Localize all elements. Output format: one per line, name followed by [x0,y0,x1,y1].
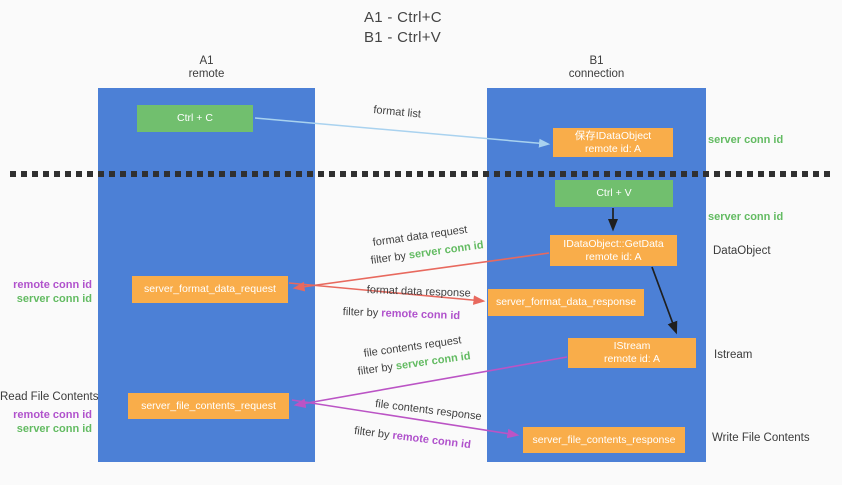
node-server-file-contents-request-label: server_file_contents_request [141,399,276,412]
node-istream: IStream remote id: A [568,338,696,368]
node-save-idataobject-line2: remote id: A [584,142,642,155]
lane-a1-title: A1 [199,55,214,67]
node-server-file-contents-request: server_file_contents_request [128,393,289,419]
right-label-write-file-contents: Write File Contents [712,432,810,444]
node-istream-line2: remote id: A [603,353,661,365]
format-data-request-arrow [292,252,550,292]
lane-header-a1: A1 remote [98,55,315,81]
node-server-format-data-request: server_format_data_request [132,276,288,303]
right-label-server-conn-id-mid: server conn id [708,211,784,223]
filter-by-prefix: filter by [342,306,382,320]
node-server-file-contents-response-label: server_file_contents_response [532,433,676,446]
diagram-title: A1 - Ctrl+C B1 - Ctrl+V [364,8,442,48]
node-idataobject-getdata: IDataObject::GetData remote id: A [550,235,677,266]
title-line-2: B1 - Ctrl+V [364,29,442,46]
node-server-format-data-response-label: server_format_data_response [495,296,637,308]
node-server-format-data-response: server_format_data_response [488,289,644,316]
node-save-idataobject: 保存IDataObject remote id: A [553,128,673,157]
format-list-arrow [254,117,551,148]
left-label-remote-conn-id-2: remote conn id [13,409,92,421]
session-divider-dotted-line [10,171,834,177]
title-line-1: A1 - Ctrl+C [364,9,442,26]
lane-b1-title: B1 [589,55,604,67]
node-server-file-contents-response: server_file_contents_response [523,427,685,453]
node-ctrl-v: Ctrl + V [555,180,673,207]
format-data-response-arrow [288,282,486,305]
left-label-remote-conn-id-1: remote conn id [13,279,92,291]
node-ctrl-c-label: Ctrl + C [177,112,213,124]
node-idataobject-getdata-line2: remote id: A [585,250,642,263]
file-contents-response-arrow [291,399,520,439]
node-server-format-data-request-label: server_format_data_request [144,283,276,295]
lane-a1-subtitle: remote [188,68,225,80]
lane-header-b1: B1 connection [487,55,706,81]
lane-b1-subtitle: connection [568,68,625,80]
node-ctrl-v-label: Ctrl + V [596,187,632,199]
right-label-dataobject: DataObject [713,245,771,257]
left-label-server-conn-id-1: server conn id [16,293,92,305]
file-contents-request-arrow [293,356,568,409]
node-ctrl-c: Ctrl + C [137,105,253,132]
left-label-read-file-contents: Read File Contents [0,391,99,403]
left-label-server-conn-id-2: server conn id [16,423,92,435]
right-label-istream: Istream [714,349,753,361]
right-label-server-conn-id-top: server conn id [708,134,784,146]
node-istream-line1: IStream [613,340,651,352]
node-save-idataobject-line1: 保存IDataObject [574,129,652,142]
getdata-to-istream-arrow [651,266,678,335]
node-idataobject-getdata-line1: IDataObject::GetData [563,237,664,250]
